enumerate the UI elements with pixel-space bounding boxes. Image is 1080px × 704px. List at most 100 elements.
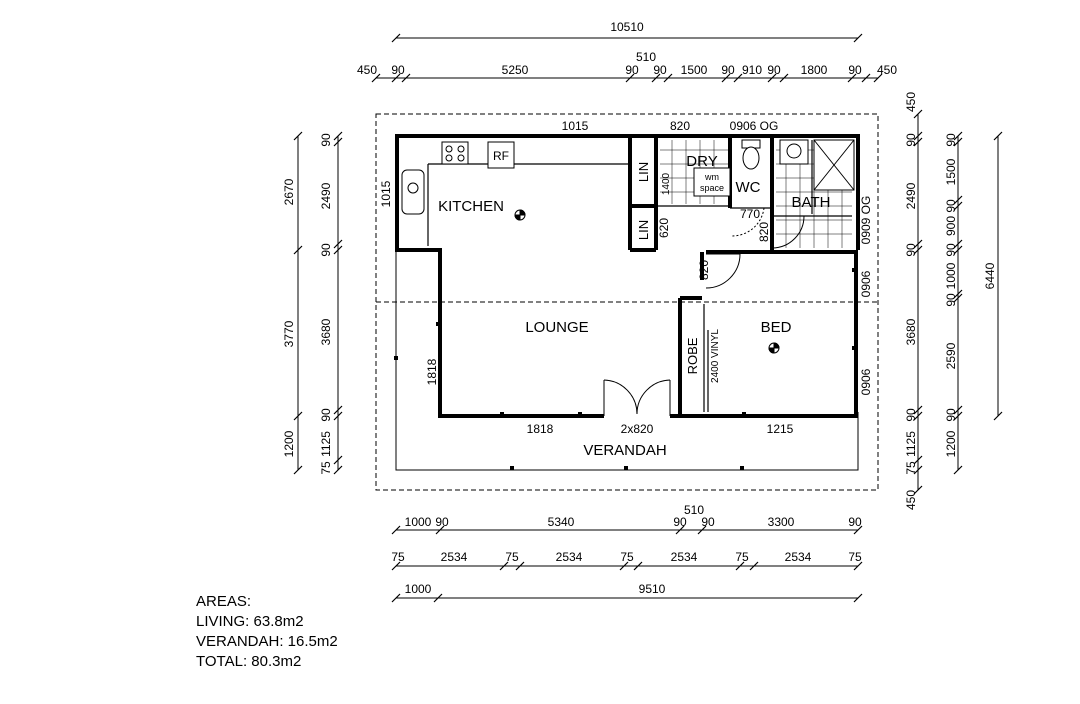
dim-bot-90-b: 90 [673, 515, 687, 529]
dim-bot-75-d: 75 [735, 550, 749, 564]
dim-left-1200: 1200 [282, 430, 296, 457]
dim-right-90-f: 90 [944, 243, 958, 257]
note-1818-bottom: 1818 [527, 422, 554, 436]
dim-bot-510: 510 [684, 503, 704, 517]
verandah-outline [395, 252, 859, 471]
dim-right-3680: 3680 [904, 318, 918, 345]
dim-top-90-f: 90 [848, 63, 862, 77]
note-0906-right-a: 0906 [859, 270, 873, 297]
room-label-dry: DRY [686, 153, 717, 170]
dim-top-90-a: 90 [391, 63, 405, 77]
dim-right-1125: 1125 [904, 431, 918, 457]
dim-bot-1000-b: 1000 [405, 582, 432, 596]
room-label-bath: BATH [792, 194, 831, 211]
dim-left-3680: 3680 [319, 318, 333, 345]
dim-bot-75-c: 75 [620, 550, 634, 564]
note-1015-left: 1015 [379, 180, 393, 207]
dim-right-90-c: 90 [904, 408, 918, 422]
dim-bot-90-a: 90 [435, 515, 449, 529]
dim-right-90-g: 90 [944, 293, 958, 307]
dim-top-90-b: 90 [625, 63, 639, 77]
dim-bot-2534-c: 2534 [671, 550, 698, 564]
site-boundary [375, 113, 879, 491]
toilet [741, 139, 761, 170]
room-label-lounge: LOUNGE [525, 319, 588, 336]
areas-heading: AREAS: [196, 593, 252, 610]
dim-bot-9510: 9510 [639, 582, 666, 596]
dim-right-450-top: 450 [904, 92, 918, 112]
dim-right-90-e: 90 [944, 199, 958, 213]
dim-bot-75-b: 75 [505, 550, 519, 564]
dim-top-910: 910 [742, 63, 762, 77]
basin [779, 139, 809, 165]
area-living: LIVING: 63.8m2 [196, 613, 304, 630]
dimension-ticks [293, 33, 1003, 603]
dimension-lines [297, 37, 999, 599]
area-total: TOTAL: 80.3m2 [196, 653, 302, 670]
dim-top-1500: 1500 [681, 63, 708, 77]
room-label-lin-upper: LIN [636, 162, 651, 182]
dim-left-3770: 3770 [282, 320, 296, 347]
dim-bot-90-c: 90 [701, 515, 715, 529]
note-1015-top: 1015 [562, 119, 589, 133]
dim-bot-90-d: 90 [848, 515, 862, 529]
dim-bot-75-a: 75 [391, 550, 405, 564]
note-0906-right-b: 0906 [859, 368, 873, 395]
note-770: 770 [740, 207, 760, 221]
dim-right-2590: 2590 [944, 342, 958, 369]
post-markers [394, 134, 856, 470]
dim-right-1200: 1200 [944, 430, 958, 457]
dim-left-1125: 1125 [319, 431, 333, 457]
dim-bot-3300: 3300 [768, 515, 795, 529]
walls [395, 134, 860, 418]
dim-bot-1000-a: 1000 [405, 515, 432, 529]
doors [603, 207, 805, 416]
dim-top-90-c: 90 [653, 63, 667, 77]
areas-summary: AREAS: LIVING: 63.8m2 VERANDAH: 16.5m2 T… [196, 592, 338, 672]
room-label-bed: BED [761, 319, 792, 336]
dim-top-1800: 1800 [801, 63, 828, 77]
area-verandah: VERANDAH: 16.5m2 [196, 633, 338, 650]
dim-bot-2534-d: 2534 [785, 550, 812, 564]
note-820-bed: 820 [697, 260, 711, 280]
washing-machine-space [693, 167, 731, 197]
dim-top-510: 510 [636, 50, 656, 64]
thin-walls [427, 140, 852, 412]
dim-top-5250: 5250 [502, 63, 529, 77]
room-label-robe: ROBE [685, 337, 700, 374]
dim-left-90-b: 90 [319, 243, 333, 257]
dim-right-90-h: 90 [944, 408, 958, 422]
dim-top-overall: 10510 [610, 20, 644, 34]
dim-right-90-a: 90 [904, 133, 918, 147]
room-label-verandah: VERANDAH [583, 442, 666, 459]
dim-right-1500: 1500 [944, 158, 958, 185]
laundry-tiles [660, 140, 728, 204]
dim-top-450-right: 450 [877, 63, 897, 77]
room-label-lin-lower: LIN [636, 220, 651, 240]
dim-right-90-b: 90 [904, 243, 918, 257]
note-1818-left: 1818 [425, 358, 439, 385]
note-820-bath: 820 [757, 222, 771, 242]
dim-right-2490: 2490 [904, 182, 918, 209]
dim-bot-2534-b: 2534 [556, 550, 583, 564]
dim-right-6440: 6440 [983, 262, 997, 289]
dim-left-2490: 2490 [319, 182, 333, 209]
dim-left-90-c: 90 [319, 408, 333, 422]
dim-top-450-left: 450 [357, 63, 377, 77]
dim-top-90-d: 90 [721, 63, 735, 77]
note-2x820: 2x820 [621, 422, 654, 436]
dim-bot-2534-a: 2534 [441, 550, 468, 564]
dim-right-1000: 1000 [944, 262, 958, 289]
note-2400-vinyl: 2400 VINYL [710, 329, 721, 383]
note-820-top: 820 [670, 119, 690, 133]
room-label-kitchen: KITCHEN [438, 198, 504, 215]
wm-space-label: space [700, 183, 724, 193]
note-0909-og: 0909 OG [859, 196, 873, 245]
wm-label: wm [704, 172, 719, 182]
dim-right-450-bottom: 450 [904, 490, 918, 510]
note-0906-og: 0906 OG [730, 119, 779, 133]
dim-top-90-e: 90 [767, 63, 781, 77]
dim-right-900: 900 [944, 216, 958, 236]
note-620: 620 [657, 218, 671, 238]
